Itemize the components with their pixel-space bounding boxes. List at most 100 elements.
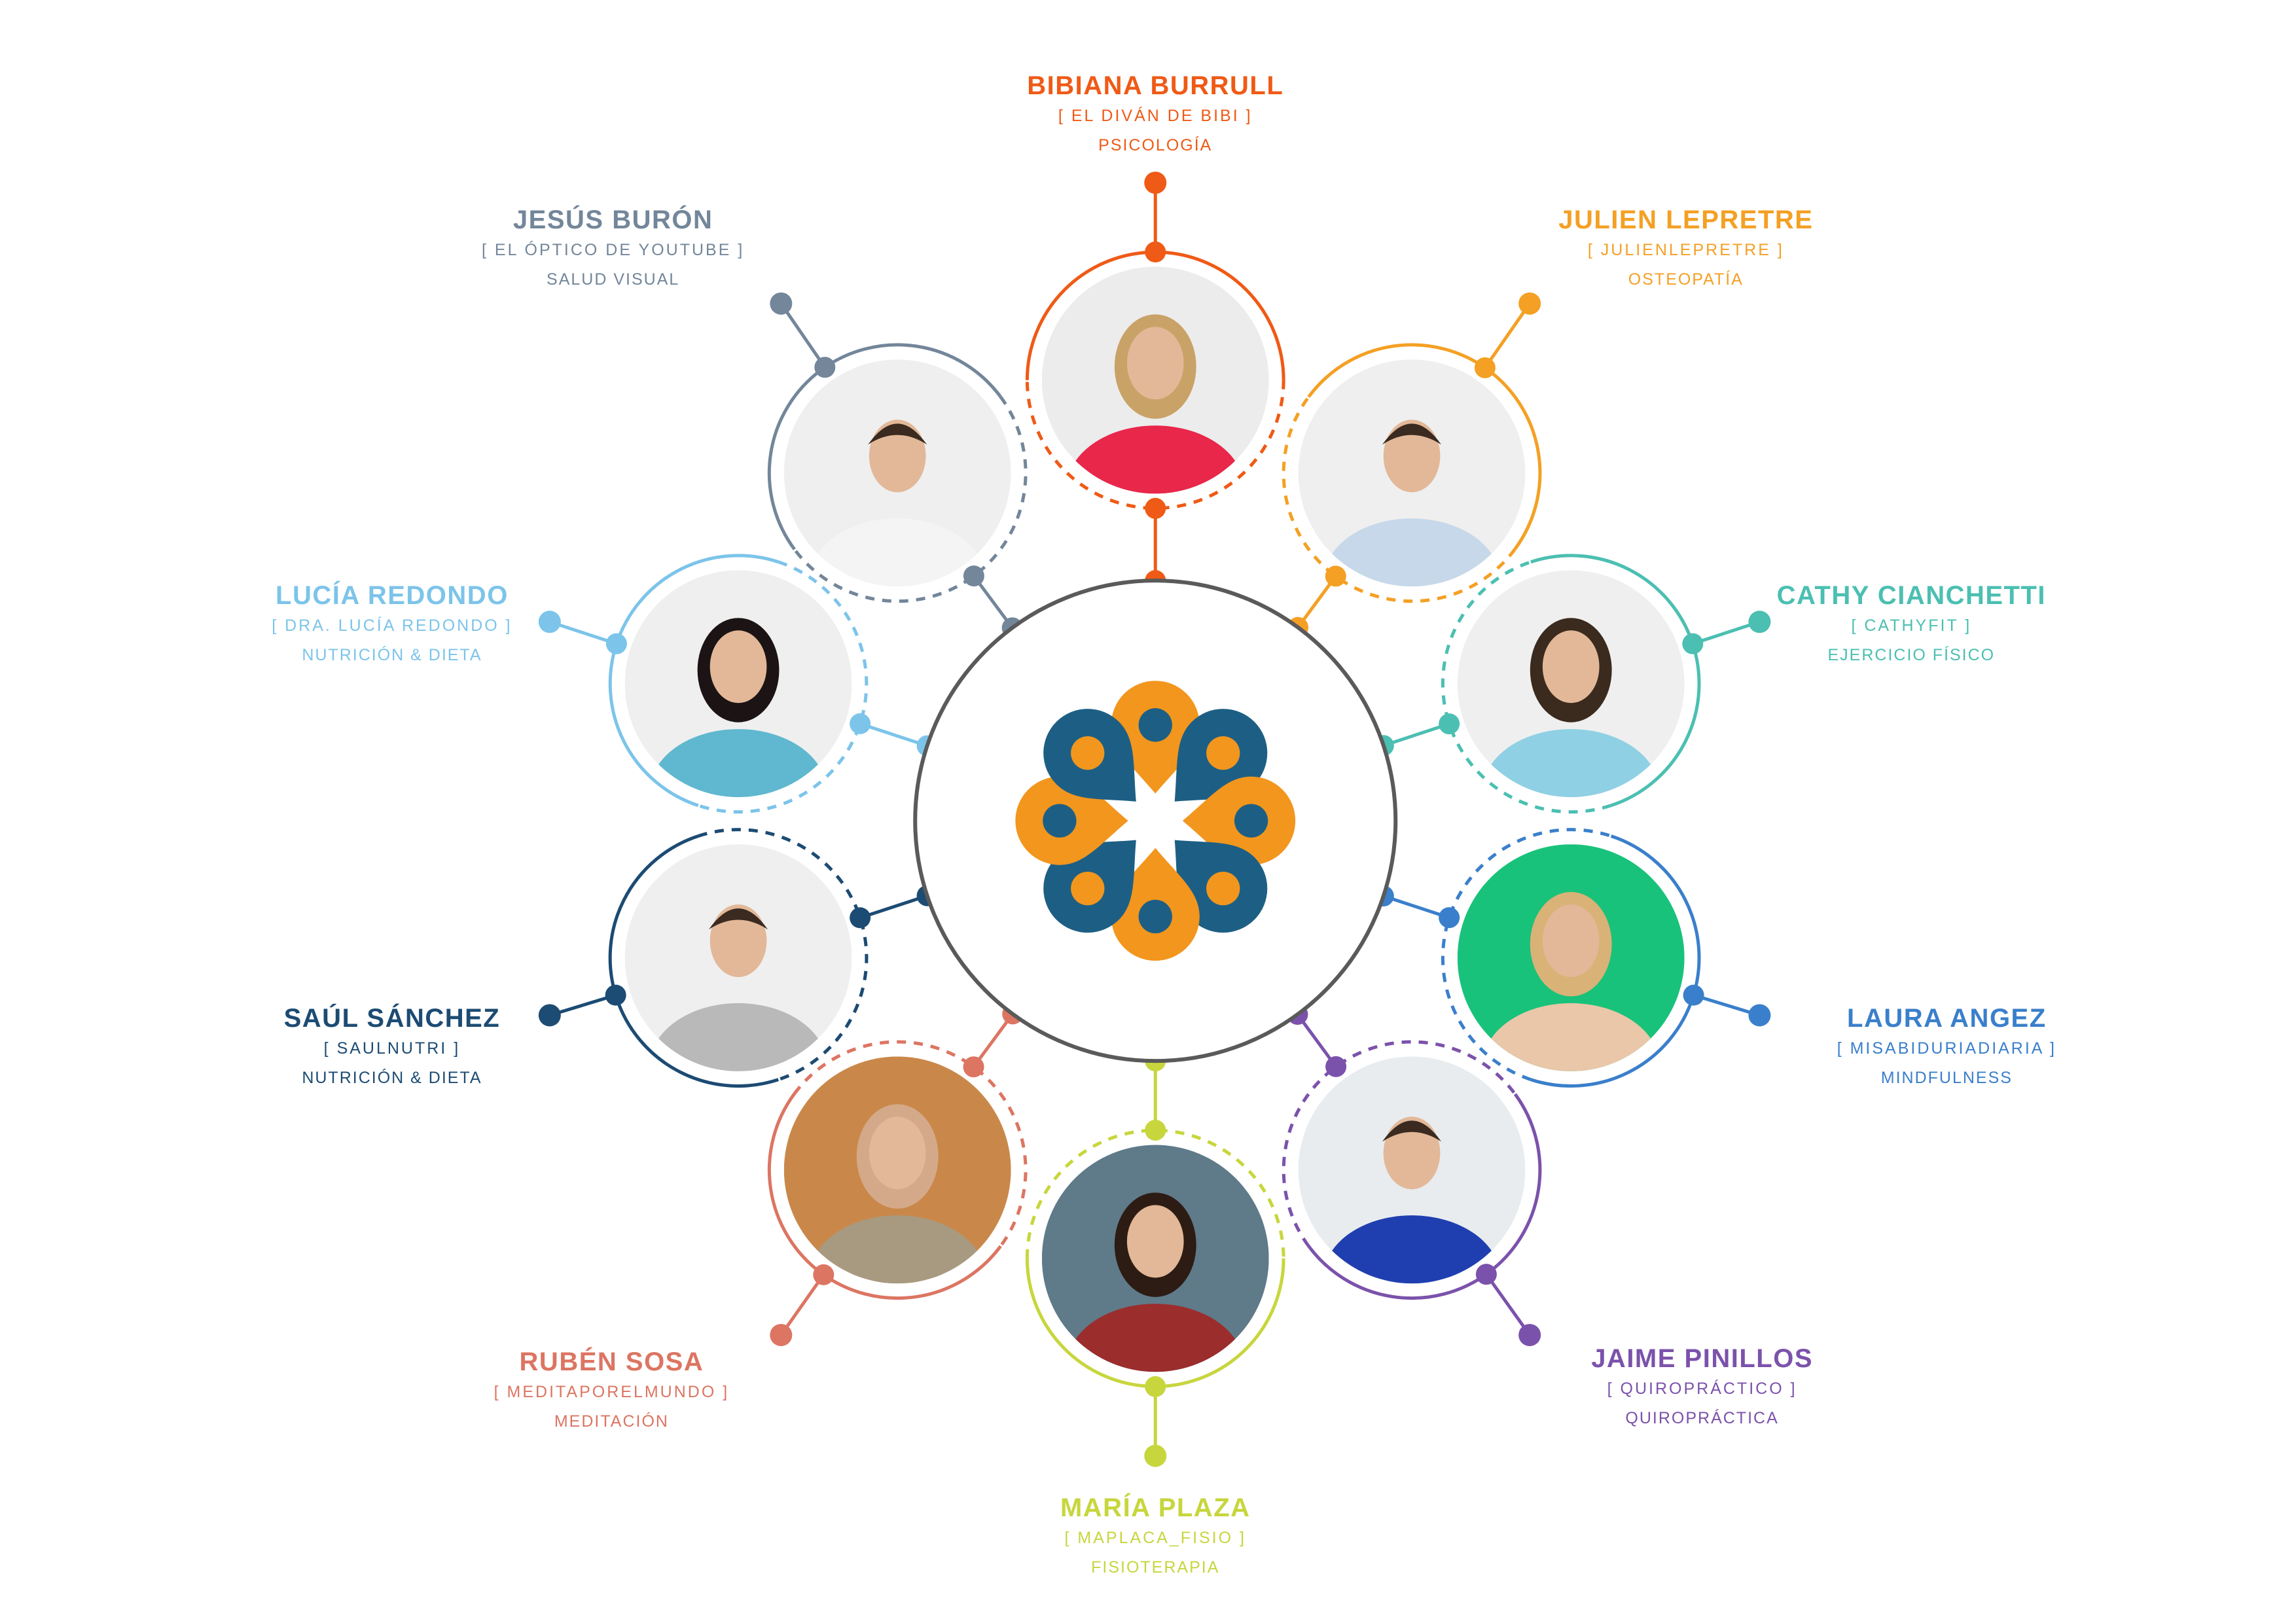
- ring-dashed-arc: [698, 828, 869, 1082]
- map-pin-dot: [1206, 736, 1240, 770]
- map-pin-dot: [1043, 804, 1077, 838]
- face: [869, 419, 926, 493]
- expert-field: NUTRICIÓN & DIETA: [302, 1069, 482, 1088]
- expert-handle: [ EL ÓPTICO DE YOUTUBE ]: [482, 240, 745, 259]
- ring-connector-dot: [850, 713, 871, 734]
- expert-field: MINDFULNESS: [1880, 1069, 2013, 1088]
- flower-of-map-pins-logo: [1015, 681, 1296, 961]
- expert-handle: [ EL DIVÁN DE BIBI ]: [1058, 106, 1253, 125]
- outer-ring-dot: [605, 984, 626, 1006]
- connector-line: [859, 722, 928, 747]
- expert-field: SALUD VISUAL: [547, 270, 680, 289]
- outer-ring-dot: [605, 633, 627, 654]
- face: [709, 630, 767, 704]
- ring-connector-dot: [1439, 713, 1460, 735]
- expert-field: PSICOLOGÍA: [1098, 136, 1213, 155]
- outer-end-dot: [1748, 1004, 1771, 1027]
- expert-node-saul-sanchez: [538, 828, 869, 1088]
- expert-name: LUCÍA REDONDO: [276, 580, 509, 610]
- map-pin-dot: [1138, 708, 1172, 742]
- ring-connector-dot: [850, 907, 871, 929]
- connector-line: [1383, 894, 1450, 919]
- portrait-man-blue-shirt: [1298, 359, 1526, 587]
- expert-field: MEDITACIÓN: [554, 1412, 669, 1431]
- expert-name: BIBIANA BURRULL: [1027, 71, 1284, 100]
- shoulders: [1482, 1003, 1660, 1071]
- outer-ring-dot: [1683, 984, 1704, 1006]
- outer-ring-dot: [813, 1264, 834, 1285]
- expert-field: FISIOTERAPIA: [1091, 1558, 1220, 1577]
- outer-ring-dot: [1474, 357, 1496, 378]
- outer-stalk-line: [1692, 620, 1761, 646]
- expert-label-ruben-sosa: RUBÉN SOSA[ MEDITAPORELMUNDO ]MEDITACIÓN: [402, 1346, 821, 1433]
- connector-line: [1383, 722, 1450, 747]
- face: [1542, 630, 1600, 704]
- connector-line: [1297, 575, 1337, 629]
- expert-handle: [ MAPLACA_FISIO ]: [1064, 1528, 1246, 1547]
- face: [1542, 904, 1600, 978]
- expert-node-julien-lepretre: [1282, 292, 1542, 603]
- outer-end-dot: [538, 611, 561, 633]
- expert-handle: [ CATHYFIT ]: [1851, 616, 1972, 635]
- expert-field: NUTRICIÓN & DIETA: [302, 646, 482, 665]
- portrait-man-grey-polo: [624, 844, 852, 1071]
- expert-name: RUBÉN SOSA: [519, 1347, 704, 1376]
- face: [709, 904, 767, 978]
- short-hair: [1382, 1120, 1442, 1142]
- outer-ring-dot: [1682, 633, 1704, 654]
- outer-end-dot: [1518, 292, 1541, 315]
- expert-name: MARÍA PLAZA: [1060, 1493, 1251, 1522]
- face: [1383, 419, 1441, 493]
- portrait-woman-teal-blazer: [624, 570, 852, 798]
- portrait-woman-blonde-red-top: [1041, 266, 1269, 494]
- expert-field: OSTEOPATÍA: [1628, 270, 1744, 289]
- expert-node-jesus-buron: [767, 292, 1028, 603]
- outer-end-dot: [1518, 1323, 1541, 1346]
- outer-end-dot: [1144, 171, 1167, 194]
- face: [869, 1116, 926, 1190]
- expert-field: EJERCICIO FÍSICO: [1827, 646, 1996, 665]
- map-pin-dot: [1206, 871, 1240, 906]
- map-pin-petal: [1043, 709, 1136, 802]
- map-pin-dot: [1234, 804, 1268, 838]
- ring-dashed-arc: [1282, 396, 1516, 603]
- outer-stalk-line: [1693, 993, 1761, 1017]
- expert-node-lucia-redondo: [538, 554, 868, 813]
- ring-dashed-arc: [698, 560, 868, 813]
- ring-dashed-arc: [1441, 560, 1612, 814]
- outer-end-dot: [770, 1323, 793, 1346]
- face: [1126, 1205, 1184, 1278]
- hub-ring: [913, 579, 1398, 1063]
- expert-node-jaime-pinillos: [1282, 1040, 1542, 1346]
- expert-label-lucia-redondo: LUCÍA REDONDO [ DRA. LUCÍA REDONDO ] NUTRI…: [183, 579, 601, 666]
- portrait-woman-green-background: [1457, 844, 1685, 1071]
- outer-ring-dot: [1475, 1264, 1497, 1285]
- expert-handle: [ DRA. LUCÍA REDONDO ]: [272, 616, 512, 635]
- expert-name: SAÚL SÁNCHEZ: [283, 1004, 501, 1033]
- face: [1383, 1116, 1441, 1190]
- outer-stalk-line: [780, 302, 827, 368]
- portrait-woman-curly-hair-light-blue-top: [1457, 570, 1685, 798]
- connector-line: [859, 894, 928, 919]
- ring-dashed-arc: [1441, 828, 1612, 1081]
- expert-node-cathy-cianchetti: [1441, 554, 1771, 814]
- expert-handle: [ JULIENLEPRETRE ]: [1587, 240, 1784, 259]
- outer-end-dot: [770, 292, 793, 315]
- shoulders: [808, 1215, 986, 1284]
- expert-field: QUIROPRÁCTICA: [1625, 1409, 1779, 1428]
- portrait-woman-curly-hair-outdoor: [1041, 1145, 1269, 1372]
- expert-handle: [ MISABIDURIADIARIA ]: [1837, 1039, 2056, 1058]
- outer-stalk-line: [780, 1274, 825, 1336]
- expert-name: LAURA ANGEZ: [1847, 1004, 2047, 1033]
- short-hair: [868, 423, 927, 445]
- shoulders: [808, 518, 986, 587]
- expert-name: JULIEN LEPRETRE: [1558, 205, 1814, 234]
- portrait-man-white-coat: [783, 359, 1011, 587]
- outer-ring-dot: [1145, 241, 1166, 263]
- ring-dashed-arc: [793, 395, 1028, 603]
- shoulders: [1323, 1215, 1501, 1284]
- map-pin-dot: [1071, 736, 1105, 770]
- expert-handle: [ SAULNUTRI ]: [323, 1039, 461, 1058]
